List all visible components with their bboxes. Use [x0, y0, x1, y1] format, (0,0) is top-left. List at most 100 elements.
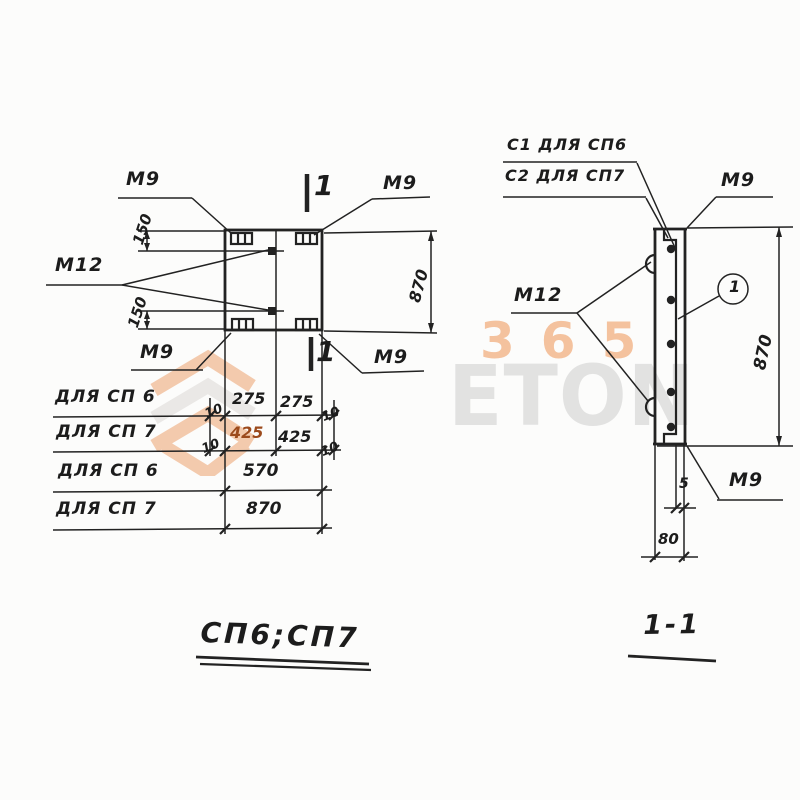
m9-label-bottom-right: М9 — [374, 346, 409, 368]
stud — [666, 387, 676, 397]
row1-v3: 275 — [280, 392, 314, 411]
watermark-eton: ETON — [448, 347, 696, 445]
tick — [678, 502, 690, 514]
m12-leader-bottom — [121, 284, 269, 311]
m9-label-section-bottom: М9 — [729, 469, 764, 491]
m9-sec-top-leader — [686, 196, 717, 229]
diamond-band-2 — [150, 377, 256, 425]
watermark-365: 365 — [480, 312, 663, 370]
section-view-title: 1-1 — [642, 608, 702, 641]
m12-label-section: М12 — [514, 284, 563, 306]
row3-label: ДЛЯ СП 6 — [58, 461, 159, 481]
tick — [678, 551, 690, 563]
callout-leader — [677, 295, 720, 320]
left-view-title: СП6;СП7 — [199, 616, 361, 655]
row2-label: ДЛЯ СП 7 — [56, 422, 157, 442]
m12-leader-top — [121, 249, 269, 286]
m12-sec-leader-bottom — [576, 312, 649, 402]
title-left-underline-1 — [195, 655, 370, 666]
m9-label-bottom-left: М9 — [140, 341, 175, 363]
c2-leader — [645, 197, 669, 239]
stud — [666, 422, 676, 432]
anchor-mark-top-left — [229, 231, 254, 246]
m12-label: М12 — [55, 254, 104, 276]
c1-label: С1 ДЛЯ СП6 — [507, 135, 628, 154]
c1-leader — [636, 162, 677, 251]
m9-label-section-top: М9 — [721, 169, 756, 191]
m9-br-leader — [318, 333, 363, 374]
row2-v2: 425 — [230, 423, 264, 442]
arrow-up — [144, 311, 150, 319]
lifting-loop-bottom — [644, 396, 656, 418]
dim870-top-extension — [323, 230, 438, 234]
anchor-box — [294, 317, 319, 332]
section-mark-digit-bottom: 1 — [316, 335, 337, 368]
diamond-band-4 — [160, 438, 250, 476]
dim-80: 80 — [658, 530, 679, 548]
title-left-underline-2 — [199, 662, 372, 672]
row3-total: 570 — [243, 461, 279, 481]
m9-label-top-left: М9 — [126, 168, 161, 190]
row4-total: 870 — [246, 499, 282, 519]
anchor-box — [229, 231, 254, 246]
anchor-mark-bottom-right — [294, 317, 319, 332]
tick — [219, 485, 231, 497]
c2-label: С2 ДЛЯ СП7 — [505, 166, 626, 185]
m12-sec-leader-top — [576, 261, 652, 314]
anchor-mark-bottom-left — [230, 317, 255, 332]
m9-tr-underline — [371, 196, 431, 200]
anchor-box — [294, 231, 319, 246]
plate-outline — [223, 228, 324, 332]
row2-v3: 425 — [278, 427, 312, 446]
tick — [219, 523, 231, 535]
arrow-down — [144, 243, 150, 251]
tick — [316, 485, 328, 497]
stud — [666, 339, 676, 349]
section-mark-digit-top: 1 — [314, 169, 335, 202]
tick — [270, 445, 282, 457]
row1-label: ДЛЯ СП 6 — [55, 387, 156, 407]
row1-v2: 275 — [232, 389, 266, 408]
row1-dim-line — [52, 414, 339, 418]
tick — [316, 445, 328, 457]
arrow-down — [144, 321, 150, 329]
m9-sec-bottom-leader — [686, 445, 720, 500]
arrow-up — [428, 231, 434, 241]
dim-5: 5 — [679, 476, 689, 492]
row4-dim-line — [52, 527, 333, 531]
callout-circle — [717, 273, 749, 305]
tick — [204, 410, 216, 422]
row4-label: ДЛЯ СП 7 — [56, 499, 157, 519]
anchor-mark-top-right — [294, 231, 319, 246]
tick — [316, 523, 328, 535]
diamond-band-3 — [150, 405, 256, 453]
m9-tr-leader — [313, 198, 373, 236]
dim870-bottom-extension — [323, 330, 438, 334]
anchor-box — [230, 317, 255, 332]
m9-label-top-right: М9 — [383, 172, 418, 194]
m9-tl-leader — [191, 197, 233, 235]
arrow-down — [776, 436, 782, 446]
stud — [666, 244, 676, 254]
m9-br-underline — [361, 370, 425, 374]
tick — [328, 444, 340, 456]
tick — [316, 410, 328, 422]
row3-dim-line — [52, 489, 333, 493]
tick — [649, 551, 661, 563]
callout-digit: 1 — [729, 277, 742, 296]
title-right-underline — [627, 654, 717, 663]
tick — [204, 445, 216, 457]
dim870-sec-top-extension — [686, 226, 794, 229]
stud — [666, 295, 676, 305]
tick — [270, 410, 282, 422]
channel-inner-profile — [662, 229, 678, 444]
arrow-up — [776, 227, 782, 237]
tick — [219, 445, 231, 457]
row2-dim-line — [52, 449, 342, 453]
arrow-down — [428, 323, 434, 333]
tick — [219, 410, 231, 422]
tick — [670, 502, 682, 514]
lifting-loop-top — [644, 253, 656, 275]
